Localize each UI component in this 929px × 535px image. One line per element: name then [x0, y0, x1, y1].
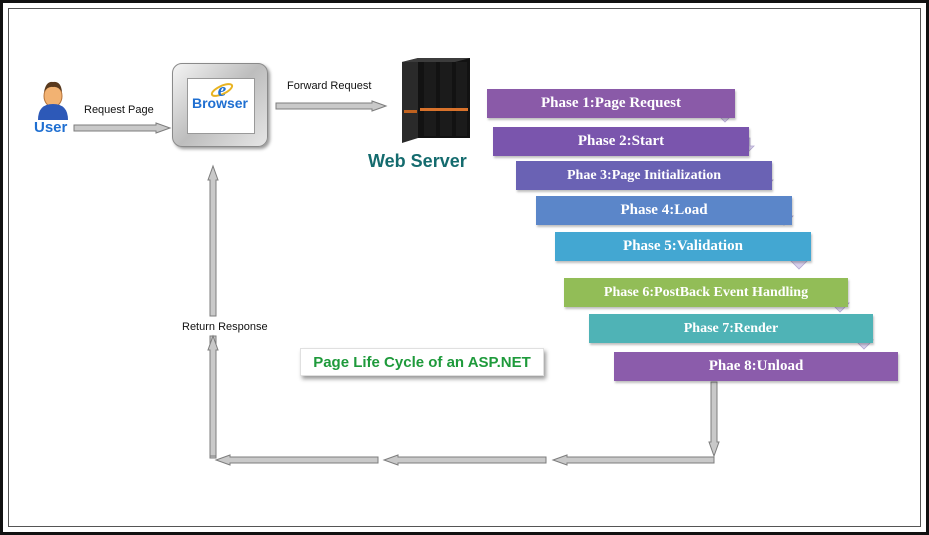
arrow-browser-to-server [275, 100, 388, 112]
diagram-inner-border [8, 8, 921, 527]
phase-1-box: Phase 1:Page Request [487, 89, 735, 118]
browser-node: e Browser [172, 63, 268, 147]
arrow-user-to-browser [73, 122, 172, 134]
arrow-bottom-left-3 [214, 454, 379, 466]
arrow-bottom-left-2 [382, 454, 547, 466]
forward-request-label: Forward Request [287, 80, 372, 92]
browser-label: Browser [191, 95, 249, 111]
phase-3-box: Phae 3:Page Initialization [516, 161, 772, 190]
arrow-unload-down [708, 381, 720, 458]
user-icon [38, 81, 68, 120]
arrow-return-to-browser [207, 164, 219, 317]
phase-6-box: Phase 6:PostBack Event Handling [564, 278, 848, 307]
return-response-label: Return Response [182, 321, 268, 333]
phase-4-box: Phase 4:Load [536, 196, 792, 225]
web-server-label: Web Server [368, 151, 467, 171]
diagram-caption: Page Life Cycle of an ASP.NET [300, 348, 544, 376]
phase-5-box: Phase 5:Validation [555, 232, 811, 261]
arrow-bottom-left-1 [551, 454, 715, 466]
phase-8-box: Phae 8:Unload [614, 352, 898, 381]
internet-explorer-icon: e [210, 80, 234, 100]
request-page-label: Request Page [84, 104, 154, 116]
phase-7-box: Phase 7:Render [589, 314, 873, 343]
browser-screen [187, 78, 255, 134]
arrow-return-up-lower [207, 334, 219, 457]
server-icon [402, 58, 470, 143]
phase-2-box: Phase 2:Start [493, 127, 749, 156]
svg-text:e: e [218, 80, 227, 100]
user-label: User [34, 119, 68, 136]
